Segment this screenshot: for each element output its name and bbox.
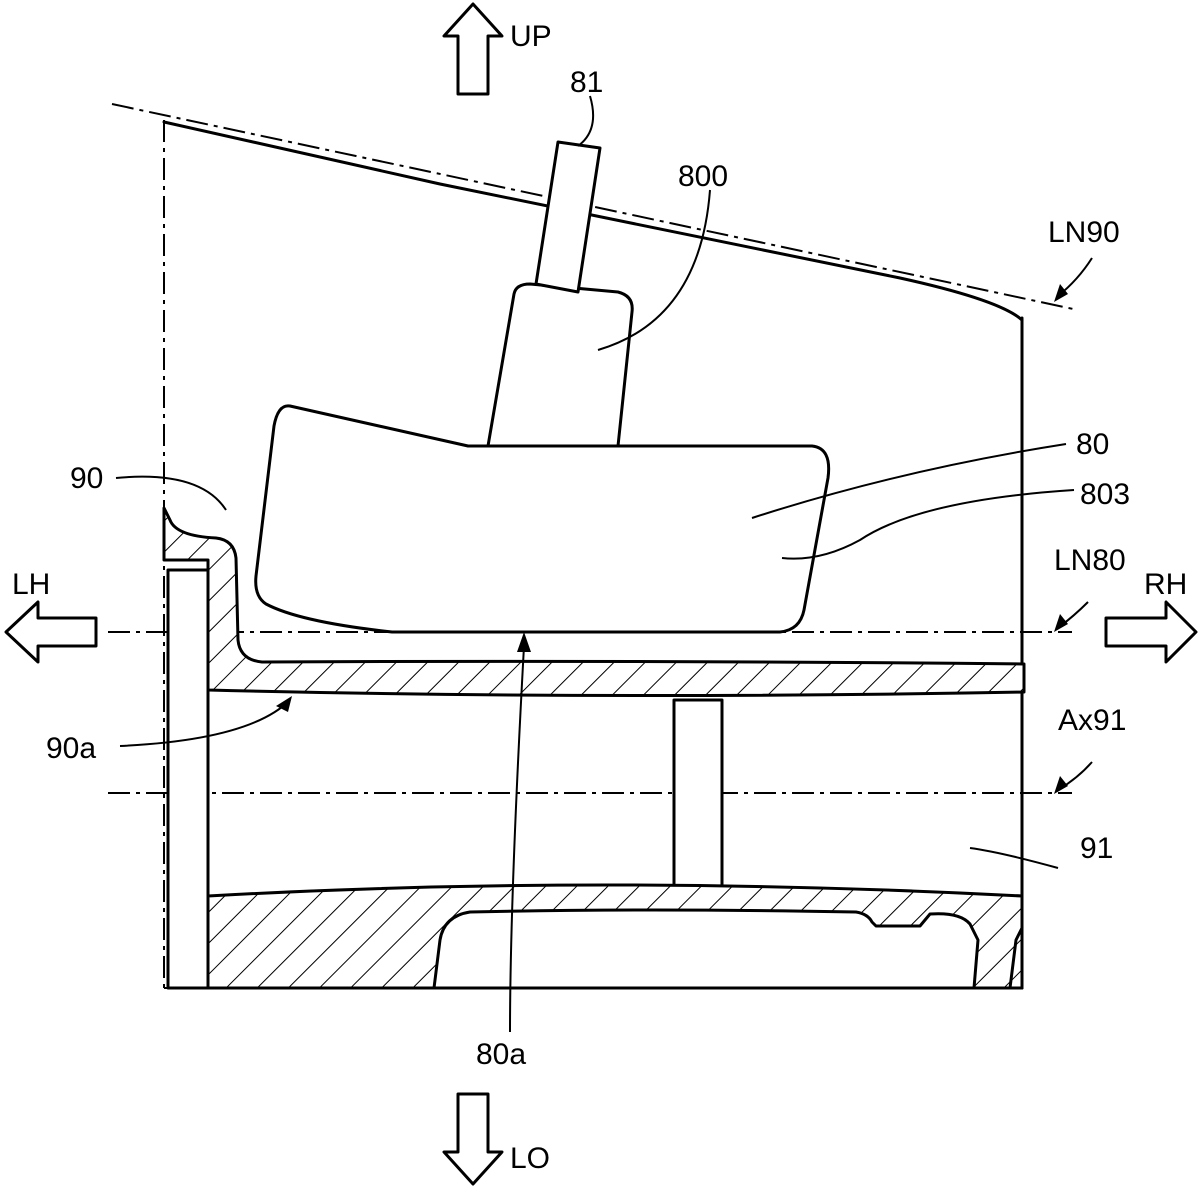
part-80-body [254, 404, 831, 634]
part-91-frame [166, 568, 1024, 990]
down-arrow-icon [442, 1092, 504, 1186]
label-ln90: LN90 [1048, 216, 1120, 249]
label-up: UP [510, 20, 552, 53]
label-803: 803 [1080, 478, 1130, 511]
label-91: 91 [1080, 832, 1113, 865]
label-rh: RH [1144, 568, 1187, 601]
label-ax91: Ax91 [1058, 704, 1126, 737]
ln90-line [111, 103, 1079, 322]
label-90a: 90a [46, 732, 96, 765]
part-800-pack [486, 282, 634, 448]
part-81-post [534, 140, 602, 294]
label-lh: LH [12, 568, 50, 601]
label-80a: 80a [476, 1038, 526, 1071]
leader-lines [115, 95, 1093, 1033]
label-ln80: LN80 [1054, 544, 1126, 577]
label-lo: LO [510, 1142, 550, 1175]
part-90-panel [162, 506, 1026, 698]
label-800: 800 [678, 160, 728, 193]
label-81: 81 [570, 66, 603, 99]
up-arrow-icon [442, 2, 504, 96]
right-arrow-icon [1104, 600, 1198, 664]
label-80: 80 [1076, 428, 1109, 461]
label-90: 90 [70, 462, 103, 495]
left-arrow-icon [4, 600, 98, 664]
